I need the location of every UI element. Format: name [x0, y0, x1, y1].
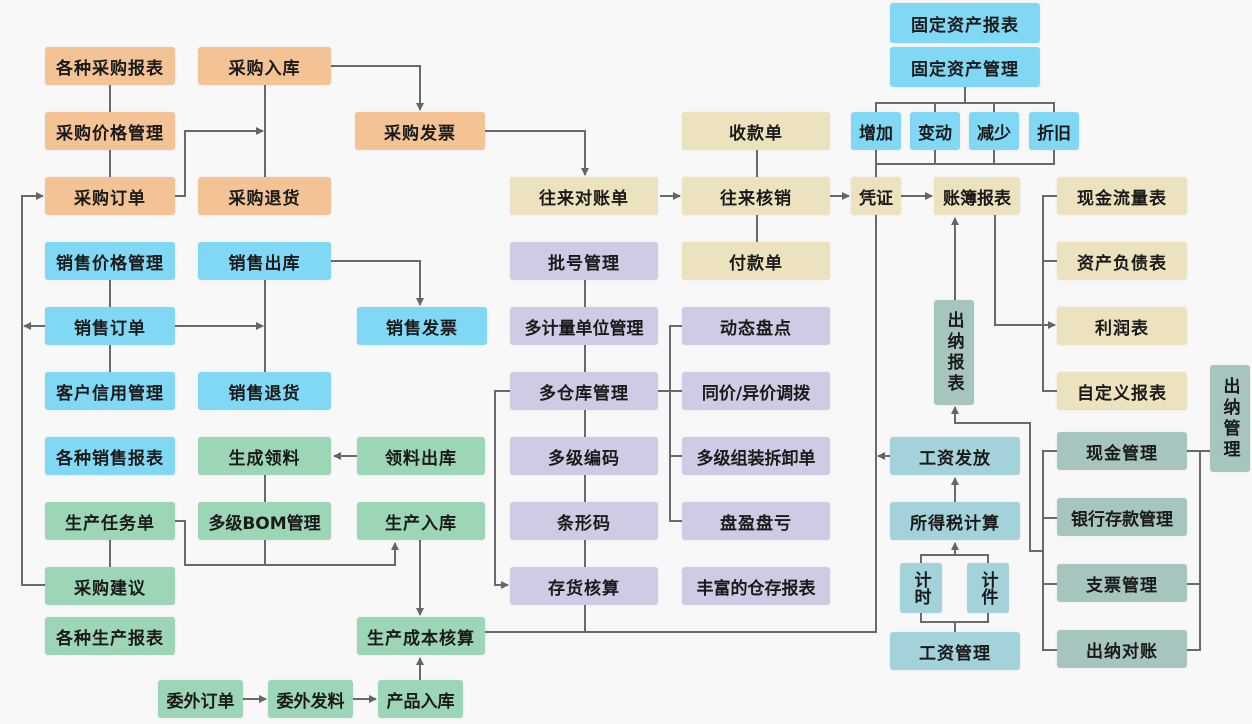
node-piece-based[interactable]: 计件 [967, 563, 1009, 613]
node-dynamic-count[interactable]: 动态盘点 [682, 307, 830, 345]
arrow [175, 520, 399, 566]
node-sales-price[interactable]: 销售价格管理 [45, 242, 175, 280]
node-bom[interactable]: 多级BOM管理 [198, 502, 331, 540]
node-sales-invoice[interactable]: 销售发票 [357, 307, 487, 345]
node-payment[interactable]: 付款单 [682, 242, 830, 280]
node-income-tax[interactable]: 所得税计算 [890, 502, 1020, 540]
node-cashier-reconcile[interactable]: 出纳对账 [1057, 630, 1187, 668]
arrow [920, 543, 989, 563]
node-production-task[interactable]: 生产任务单 [45, 502, 175, 540]
node-production-reports[interactable]: 各种生产报表 [45, 617, 175, 655]
node-receipt[interactable]: 收款单 [682, 112, 830, 150]
node-sales-return[interactable]: 销售退货 [198, 372, 331, 410]
node-outsource-order[interactable]: 委外订单 [158, 680, 243, 718]
node-warehouse-reports[interactable]: 丰富的仓存报表 [682, 567, 830, 605]
node-purchase-return[interactable]: 采购退货 [198, 177, 331, 215]
node-picking-outbound[interactable]: 领料出库 [357, 437, 485, 475]
node-multi-warehouse[interactable]: 多仓库管理 [510, 372, 658, 410]
node-purchase-suggestion[interactable]: 采购建议 [45, 567, 175, 605]
node-transfer[interactable]: 同价/异价调拨 [682, 372, 830, 410]
node-sales-order[interactable]: 销售订单 [45, 307, 175, 345]
line [920, 613, 989, 632]
node-profit[interactable]: 利润表 [1057, 307, 1187, 345]
line [875, 87, 1055, 112]
node-custom-report[interactable]: 自定义报表 [1057, 372, 1187, 410]
node-batch[interactable]: 批号管理 [510, 242, 658, 280]
line [1042, 450, 1057, 651]
node-sales-reports[interactable]: 各种销售报表 [45, 437, 175, 475]
line [485, 215, 877, 633]
node-asset-depreciate[interactable]: 折旧 [1029, 112, 1079, 150]
node-purchase-reports[interactable]: 各种采购报表 [45, 47, 175, 85]
node-assembly[interactable]: 多级组装拆卸单 [682, 437, 830, 475]
line [875, 150, 1055, 177]
node-writeoff[interactable]: 往来核销 [682, 177, 830, 215]
node-purchase-price[interactable]: 采购价格管理 [45, 112, 175, 150]
node-multi-code[interactable]: 多级编码 [510, 437, 658, 475]
node-surplus-loss[interactable]: 盘盈盘亏 [682, 502, 830, 540]
node-cheque-manage[interactable]: 支票管理 [1057, 564, 1187, 602]
node-production-inbound[interactable]: 生产入库 [357, 502, 485, 540]
node-cash-manage[interactable]: 现金管理 [1057, 432, 1187, 470]
node-cashflow[interactable]: 现金流量表 [1057, 177, 1187, 215]
node-balance-sheet[interactable]: 资产负债表 [1057, 242, 1187, 280]
arrow [994, 215, 1056, 329]
node-asset-change[interactable]: 变动 [910, 112, 960, 150]
node-salary-manage[interactable]: 工资管理 [890, 632, 1020, 670]
node-purchase-order[interactable]: 采购订单 [45, 177, 175, 215]
node-barcode[interactable]: 条形码 [510, 502, 658, 540]
line [669, 325, 682, 522]
node-cashier-manage[interactable]: 出纳管理 [1210, 365, 1250, 472]
node-purchase-inbound[interactable]: 采购入库 [198, 47, 331, 85]
arrow [494, 390, 510, 589]
node-bank-manage[interactable]: 银行存款管理 [1057, 498, 1187, 536]
node-generate-picking[interactable]: 生成领料 [198, 437, 331, 475]
arrow [21, 192, 45, 586]
node-salary-pay[interactable]: 工资发放 [890, 437, 1020, 475]
node-purchase-invoice[interactable]: 采购发票 [355, 112, 485, 150]
arrow [175, 127, 264, 197]
node-reconciliation[interactable]: 往来对账单 [510, 177, 658, 215]
node-cashier-report[interactable]: 出纳报表 [934, 300, 974, 405]
node-asset-add[interactable]: 增加 [851, 112, 901, 150]
node-product-inbound[interactable]: 产品入库 [378, 680, 463, 718]
arrow [485, 130, 589, 176]
line [1042, 195, 1057, 392]
arrow [331, 65, 424, 111]
arrow [331, 260, 424, 306]
node-multi-unit[interactable]: 多计量单位管理 [510, 307, 658, 345]
arrow [951, 406, 1043, 552]
line [1187, 450, 1210, 651]
node-asset-reduce[interactable]: 减少 [969, 112, 1019, 150]
node-voucher[interactable]: 凭证 [851, 177, 901, 215]
node-fixed-asset-reports[interactable]: 固定资产报表 [890, 3, 1040, 43]
node-outsource-issue[interactable]: 委外发料 [268, 680, 353, 718]
node-sales-outbound[interactable]: 销售出库 [198, 242, 331, 280]
node-production-cost[interactable]: 生产成本核算 [357, 617, 485, 655]
node-fixed-asset-manage[interactable]: 固定资产管理 [890, 47, 1040, 87]
node-ledger[interactable]: 账簿报表 [934, 177, 1020, 215]
node-customer-credit[interactable]: 客户信用管理 [45, 372, 175, 410]
node-inventory-costing[interactable]: 存货核算 [510, 567, 658, 605]
node-time-based[interactable]: 计时 [900, 563, 942, 613]
